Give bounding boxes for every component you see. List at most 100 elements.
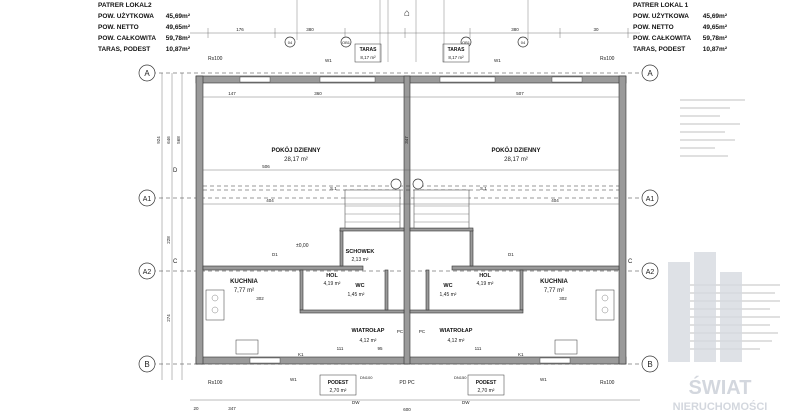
taras-labels: TARAS 8,17 m² TARAS 8,17 m² ⌂: [296, 0, 529, 63]
watermark-line2: NIERUCHOMOŚCI: [673, 400, 768, 413]
wiatrolap-right-area: 4,12 m²: [448, 338, 465, 344]
w1-bottom-right: W1: [540, 377, 547, 382]
lokal2-label-calkowita: POW. CAŁKOWITA: [98, 35, 156, 42]
interior-dimensions: 147 360 507 506 404 404 302 302 347 111 …: [203, 91, 619, 351]
marker-ob1-right: OB1: [462, 40, 471, 45]
k1-left: K1: [298, 352, 304, 357]
room-schowek: SCHOWEK 2,13 m²: [346, 249, 375, 263]
dim-568: 568: [176, 136, 181, 144]
dim-404-right: 404: [551, 198, 559, 203]
axis-b-right: B: [647, 360, 652, 369]
kuchnia-right-area: 7,77 m²: [544, 288, 564, 294]
axis-c-right: C: [628, 259, 633, 265]
hol-left-name: HOL: [326, 273, 338, 279]
taras-left-name: TARAS: [360, 47, 378, 53]
watermark: ŚWIAT NIERUCHOMOŚCI: [668, 252, 767, 413]
pdpc-label: PD PC: [399, 380, 415, 386]
lokal1-label-uzytkowa: POW. UŻYTKOWA: [633, 12, 689, 20]
dim-228: 228: [166, 236, 171, 244]
hol-right-area: 4,19 m²: [477, 281, 494, 287]
lokal2-title: PATRER LOKAL2: [98, 2, 152, 9]
stairs: S.1 S.1: [330, 178, 487, 229]
kuchnia-right-name: KUCHNIA: [540, 279, 568, 285]
dim-302-left: 302: [256, 296, 264, 301]
room-hol-right: HOL 4,19 m²: [477, 273, 494, 287]
lokal2-value-uzytkowa: 45,69m²: [166, 13, 191, 20]
dim-30: 30: [593, 27, 599, 32]
podest-left-area: 2,70 m²: [330, 388, 347, 394]
axis-a-right: A: [647, 69, 653, 78]
room-pokoj-right: POKÓJ DZIENNY 28,17 m²: [491, 146, 540, 163]
left-dimension-chain: 924 646 568 228 274: [156, 73, 183, 380]
dim-274: 274: [166, 314, 171, 322]
level-marker: ±0,00: [296, 243, 309, 249]
lokal1-value-calkowita: 59,78m²: [703, 35, 728, 42]
pokoj-right-area: 28,17 m²: [504, 157, 528, 163]
kuchnia-left-area: 7,77 m²: [234, 288, 254, 294]
hol-right-name: HOL: [479, 273, 491, 279]
marker-o4-left: 04: [288, 40, 293, 45]
lokal1-value-taras: 10,87m²: [703, 46, 728, 53]
dim-176: 176: [236, 27, 244, 32]
w1-bottom-left: W1: [290, 377, 297, 382]
axis-d-left: D: [173, 168, 178, 174]
room-pokoj-left: POKÓJ DZIENNY 28,17 m²: [271, 146, 320, 163]
top-center-arrow-icon: ⌂: [404, 8, 410, 19]
room-wc-left: WC 1,45 m²: [348, 283, 365, 298]
room-hol-left: HOL 4,19 m²: [324, 273, 341, 287]
room-wc-right: WC 1,45 m²: [440, 283, 457, 298]
axis-a2-left: A2: [143, 269, 152, 276]
w1-top-left: W1: [325, 58, 332, 63]
s1-left: S.1: [330, 186, 337, 191]
wiatrolap-left-name: WIATROŁAP: [352, 328, 385, 334]
dim-646: 646: [166, 136, 171, 144]
podest-left-name: PODEST: [328, 380, 349, 386]
axis-a1-right: A1: [646, 196, 655, 203]
hol-left-area: 4,19 m²: [324, 281, 341, 287]
dw-right: DW: [462, 400, 470, 405]
taras-right-name: TARAS: [448, 47, 466, 53]
room-wiatrolap-right: WIATROŁAP 4,12 m²: [440, 328, 473, 344]
d1-left: D1: [272, 252, 278, 257]
lokal2-value-taras: 10,87m²: [166, 46, 191, 53]
dim-380-right: 380: [511, 27, 519, 32]
dim-147: 147: [228, 91, 236, 96]
axis-b-left: B: [144, 360, 149, 369]
dim-380-left: 380: [306, 27, 314, 32]
s1-right: S.1: [480, 186, 487, 191]
dim-360: 360: [314, 91, 322, 96]
dim-347-bottom: 347: [228, 406, 236, 411]
dim-95: 95: [377, 346, 383, 351]
axis-a2-right: A2: [646, 269, 655, 276]
room-kuchnia-right: KUCHNIA 7,77 m²: [540, 279, 568, 294]
axis-a-left: A: [144, 69, 150, 78]
dim-302-right: 302: [559, 296, 567, 301]
schowek-name: SCHOWEK: [346, 249, 375, 255]
wc-right-name: WC: [443, 283, 452, 289]
pokoj-left-area: 28,17 m²: [284, 157, 308, 163]
dim-600: 600: [403, 407, 411, 412]
wc-left-name: WC: [355, 283, 364, 289]
top-dimension-line: 176 380 380 30: [190, 27, 640, 38]
podest-right-area: 2,70 m²: [478, 388, 495, 394]
dim-507: 507: [516, 91, 524, 96]
d1-right: D1: [508, 252, 514, 257]
room-wiatrolap-left: WIATROŁAP 4,12 m²: [352, 328, 385, 344]
podest-right-name: PODEST: [476, 380, 497, 386]
pokoj-left-name: POKÓJ DZIENNY: [271, 146, 320, 154]
axis-a1-left: A1: [143, 196, 152, 203]
wc-right-area: 1,45 m²: [440, 292, 457, 298]
lokal2-label-netto: POW. NETTO: [98, 24, 139, 31]
lokal2-label-uzytkowa: POW. UŻYTKOWA: [98, 12, 154, 20]
lokal2-area-table: PATRER LOKAL2 POW. UŻYTKOWA 45,69m² POW.…: [98, 2, 191, 53]
dn150-right: DN150: [454, 375, 467, 380]
pokoj-right-name: POKÓJ DZIENNY: [491, 146, 540, 154]
axis-c-left: C: [173, 259, 178, 265]
dim-404-left: 404: [266, 198, 274, 203]
top-markers: 04 OB1 OB1 04 W1 W1: [284, 36, 529, 63]
building-walls: [195, 75, 627, 365]
kuchnia-left-name: KUCHNIA: [230, 279, 258, 285]
marker-ob1-left: OB1: [342, 40, 351, 45]
watermark-line1: ŚWIAT: [689, 375, 752, 399]
bottom-annotations: Rs100 Rs100 Rs100 Rs100 W1 W1 PODEST 2,7…: [190, 56, 640, 412]
